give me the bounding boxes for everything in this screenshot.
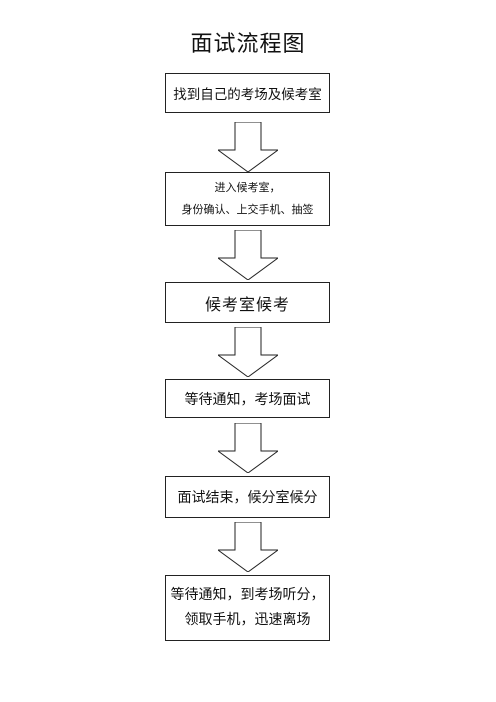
step-box-hear-score-leave: 等待通知，到考场听分， 领取手机，迅速离场 [165,575,330,641]
step-box-wait-score: 面试结束，候分室候分 [165,476,330,518]
step-text: 领取手机，迅速离场 [184,612,311,628]
down-arrow-icon [218,522,278,572]
down-arrow-icon [218,423,278,473]
down-arrow-icon [218,230,278,280]
down-arrow-icon [218,327,278,377]
page-title: 面试流程图 [190,32,306,57]
step-text: 身份确认、上交手机、抽签 [181,203,314,216]
step-text: 进入候考室， [214,181,281,194]
step-text: 找到自己的考场及候考室 [173,87,322,103]
step-box-enter-waiting-room: 进入候考室， 身份确认、上交手机、抽签 [165,172,330,226]
down-arrow-icon [218,122,278,172]
step-text: 候考室候考 [204,294,290,314]
step-box-find-room: 找到自己的考场及候考室 [165,73,330,113]
step-text: 等待通知，到考场听分， [170,587,325,603]
step-text: 等待通知，考场面试 [184,391,311,408]
step-text: 面试结束，候分室候分 [177,490,318,506]
step-box-wait: 候考室候考 [165,282,330,323]
step-box-interview: 等待通知，考场面试 [165,379,330,418]
